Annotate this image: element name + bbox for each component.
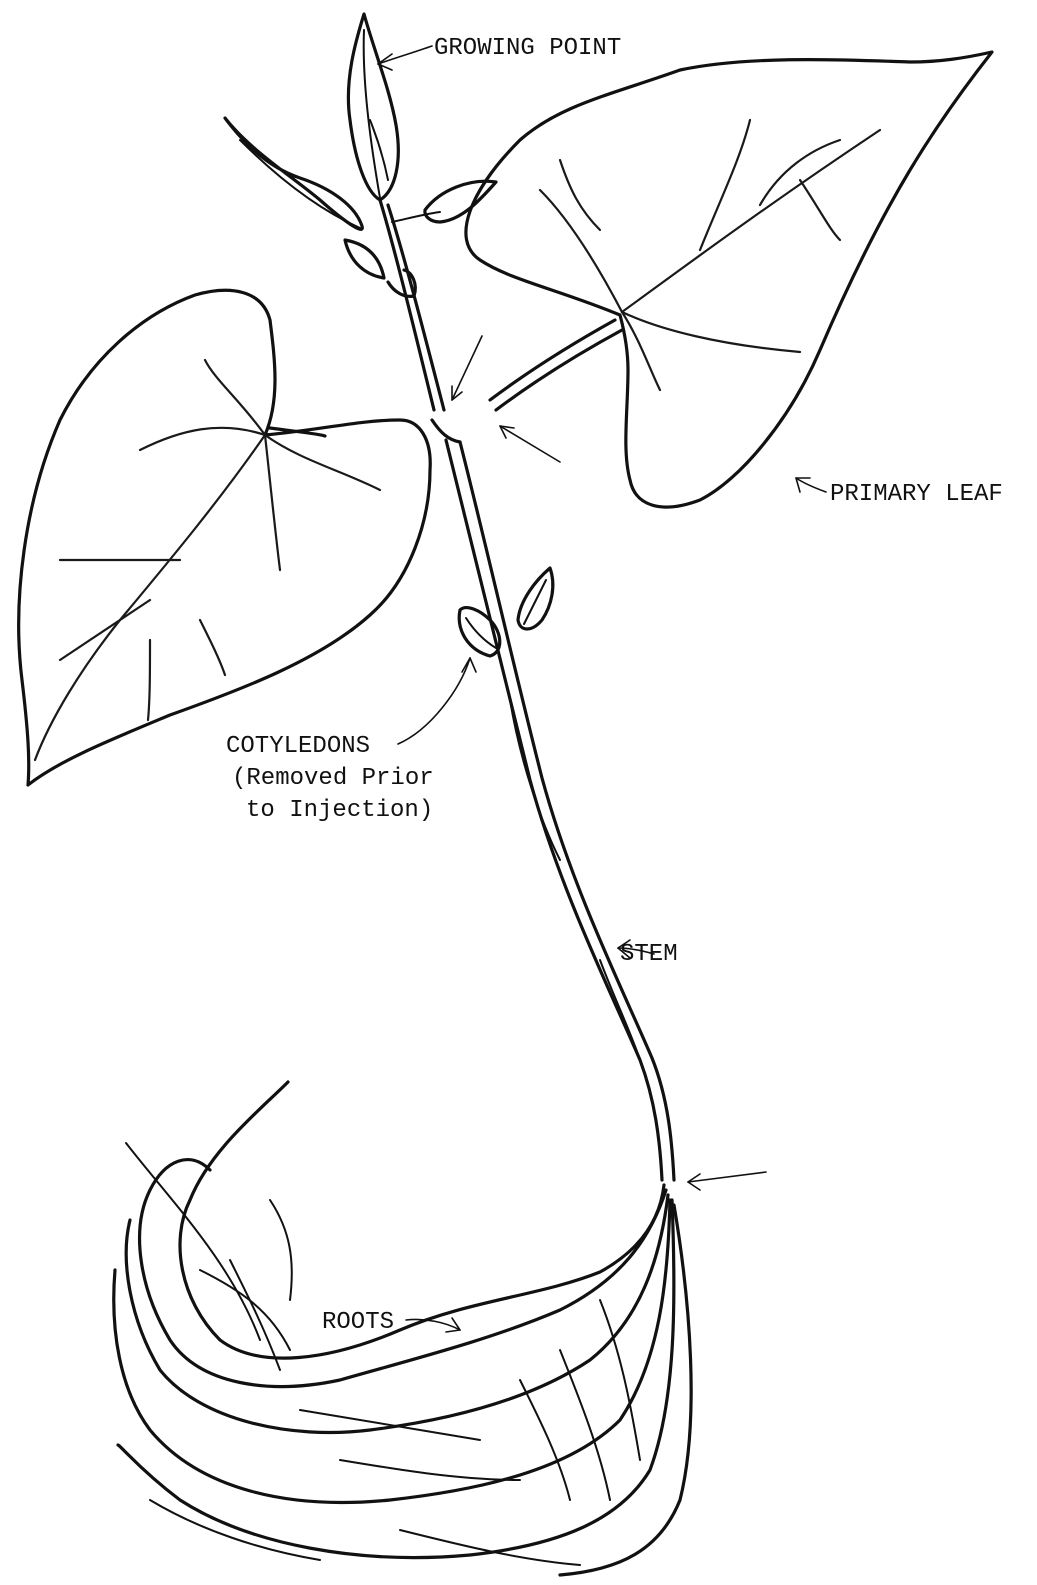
roots-label: ROOTS xyxy=(322,1309,394,1336)
growing-point-label: GROWING POINT xyxy=(434,35,621,62)
cotyledons-label: COTYLEDONS xyxy=(226,733,370,760)
cotyledons xyxy=(459,568,553,656)
injection-point-arrows xyxy=(452,336,766,1190)
cotyledons-note-line2: to Injection) xyxy=(246,797,433,824)
primary-leaf-arrow xyxy=(796,478,826,492)
cotyledons-arrow xyxy=(398,658,476,744)
right-primary-leaf xyxy=(466,52,992,507)
growing-point-bud xyxy=(348,14,398,200)
roots xyxy=(114,1082,691,1575)
young-leaflets xyxy=(225,118,496,296)
main-stem xyxy=(432,420,674,1180)
stem-label: STEM xyxy=(620,941,678,968)
growing-point-arrow xyxy=(378,46,432,70)
primary-leaf-label: PRIMARY LEAF xyxy=(830,481,1003,508)
left-primary-leaf xyxy=(19,290,430,785)
cotyledons-note-line1: (Removed Prior xyxy=(232,765,434,792)
upper-stem xyxy=(380,200,444,410)
